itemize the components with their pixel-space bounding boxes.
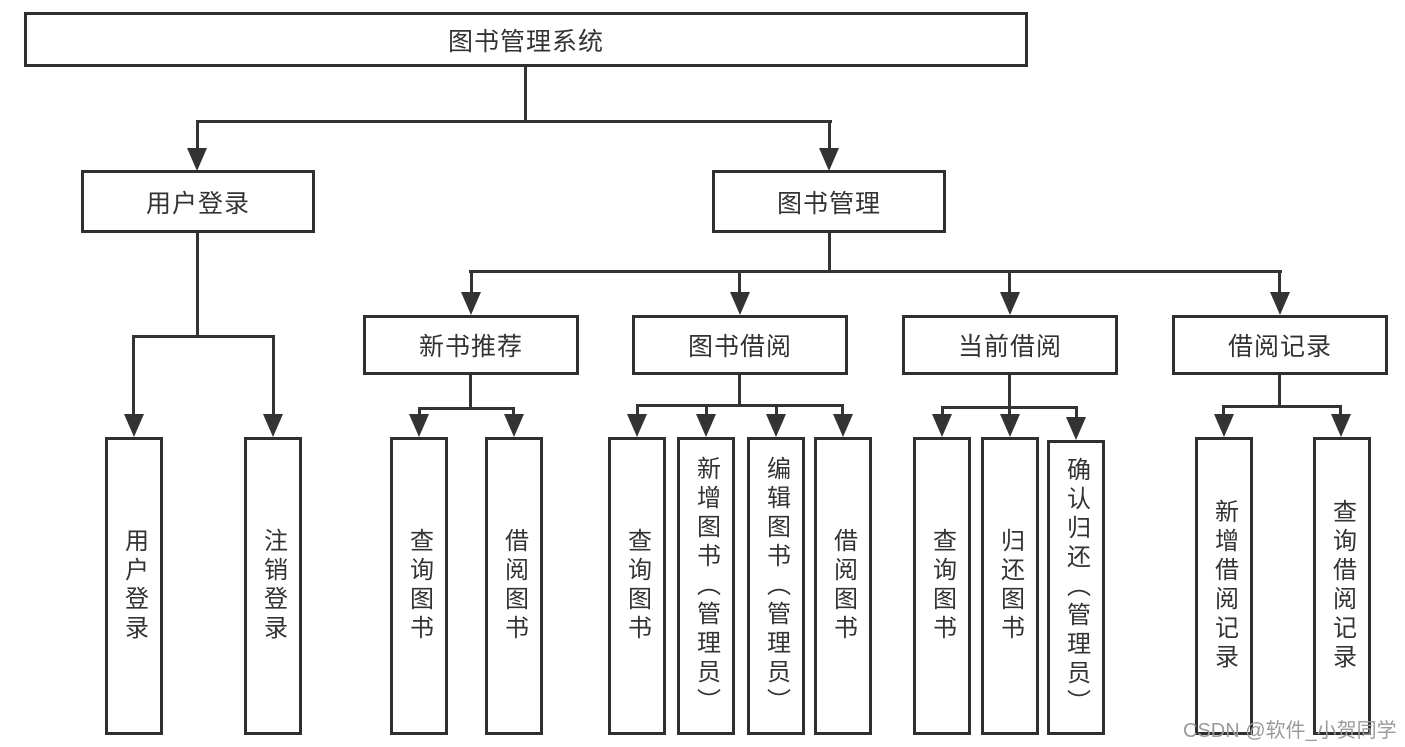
connector-user-login-bus [132,335,275,338]
connector-root-stem [524,67,527,120]
arrow-down-icon [819,148,839,171]
connector-user-login-down [196,233,199,335]
leaf-label: 新增借阅记录 [1210,499,1238,673]
connector-leaf-stem [941,406,944,416]
arrow-down-icon [1000,414,1020,437]
connector-leaf-stem [1008,406,1011,416]
leaf-label: 注销登录 [259,528,287,644]
leaf-label: 查询图书 [405,528,433,644]
arrow-down-icon [1270,292,1290,315]
leaf-user-login-action: 用户登录 [105,437,163,735]
leaf-add-borrowing-record: 新增借阅记录 [1195,437,1253,735]
arrow-down-icon [766,414,786,437]
leaf-label: 查询图书 [928,528,956,644]
node-library-management-system: 图书管理系统 [24,12,1028,67]
connector-user-login-stem [196,120,199,152]
arrow-down-icon [1331,414,1351,437]
connector-group4-bus [1222,405,1342,408]
arrow-down-icon [1066,417,1086,440]
connector-leaf-stem [132,335,135,415]
arrow-down-icon [504,414,524,437]
node-label: 借阅记录 [1227,333,1332,361]
leaf-query-books: 查询图书 [913,437,971,735]
connector-leaf-stem [841,404,844,416]
connector-book-management-stem [828,120,831,152]
leaf-confirm-return-admin: 确认归还（管理员） [1047,440,1105,735]
connector-group-stem [738,270,741,294]
connector-group-stem [1278,270,1281,294]
connector-group3-down [1008,375,1011,406]
leaf-label: 编辑图书（管理员） [762,455,790,717]
arrow-down-icon [461,292,481,315]
connector-leaf-stem [1075,406,1078,418]
node-new-book-recommendation: 新书推荐 [363,315,579,375]
leaf-add-books-admin: 新增图书（管理员） [677,437,735,735]
connector-leaf-stem [1339,405,1342,416]
leaf-borrow-books: 借阅图书 [485,437,543,735]
leaf-logout-action: 注销登录 [244,437,302,735]
connector-group-stem [1008,270,1011,294]
arrow-down-icon [833,414,853,437]
connector-book-management-down [828,233,831,270]
connector-group1-bus [418,407,515,410]
node-label: 图书借阅 [687,333,792,361]
arrow-down-icon [627,414,647,437]
arrow-down-icon [1214,414,1234,437]
leaf-query-borrowing-record: 查询借阅记录 [1313,437,1371,735]
leaf-label: 借阅图书 [829,528,857,644]
leaf-borrow-books: 借阅图书 [814,437,872,735]
node-user-login: 用户登录 [81,170,315,233]
node-book-borrowing: 图书借阅 [632,315,848,375]
node-label: 图书管理系统 [447,27,604,56]
leaf-label: 查询图书 [623,528,651,644]
node-label: 图书管理 [776,189,881,218]
connector-group2-bus [636,404,844,407]
arrow-down-icon [932,414,952,437]
connector-leaf-stem [636,404,639,416]
arrow-down-icon [696,414,716,437]
leaf-label: 确认归还（管理员） [1062,457,1090,718]
connector-root-bus [196,120,832,123]
node-current-borrowing: 当前借阅 [902,315,1118,375]
leaf-label: 归还图书 [996,528,1024,644]
connector-leaf-stem [705,404,708,416]
connector-group4-down [1278,375,1281,405]
connector-leaf-stem [775,404,778,416]
node-label: 新书推荐 [418,333,523,361]
connector-group2-down [738,375,741,404]
connector-book-management-bus [469,270,1282,273]
leaf-return-books: 归还图书 [981,437,1039,735]
connector-group1-down [469,375,472,407]
leaf-query-books: 查询图书 [390,437,448,735]
node-book-management: 图书管理 [712,170,946,233]
leaf-label: 用户登录 [120,528,148,644]
leaf-edit-books-admin: 编辑图书（管理员） [747,437,805,735]
node-label: 用户登录 [145,189,250,218]
connector-group-stem [470,270,473,294]
connector-leaf-stem [1222,405,1225,416]
arrow-down-icon [187,148,207,171]
arrow-down-icon [124,414,144,437]
leaf-label: 查询借阅记录 [1328,499,1356,673]
connector-leaf-stem [272,335,275,415]
leaf-label: 借阅图书 [500,528,528,644]
connector-leaf-stem [512,407,515,419]
leaf-label: 新增图书（管理员） [692,455,720,717]
arrow-down-icon [730,292,750,315]
csdn-watermark: CSDN @软件_小贺同学 [1183,720,1397,742]
arrow-down-icon [409,414,429,437]
arrow-down-icon [263,414,283,437]
node-label: 当前借阅 [957,333,1062,361]
leaf-query-books: 查询图书 [608,437,666,735]
node-borrowing-records: 借阅记录 [1172,315,1388,375]
connector-leaf-stem [418,407,421,419]
arrow-down-icon [1000,292,1020,315]
